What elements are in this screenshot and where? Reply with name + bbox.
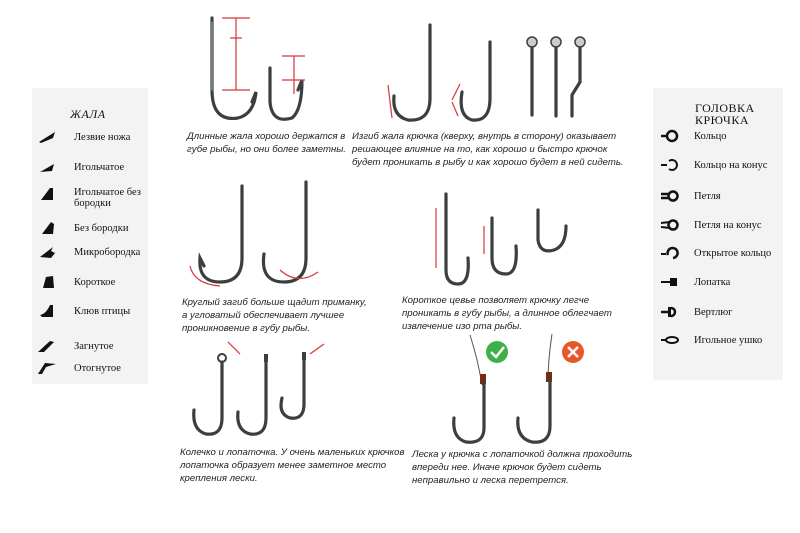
knife-blade-point-icon [39,132,55,143]
head-item-open-ring: Открытое кольцо [660,246,771,260]
check-mark-icon [486,341,508,363]
long-points-figure [210,16,305,121]
hook-head-title: ГОЛОВКА КРЮЧКА [695,101,755,127]
point-bend-caption: Изгиб жала крючка (кверху, внутрь в стор… [352,131,624,168]
head-item-spade: Лопатка [660,275,730,289]
head-item-loop: Петля [660,189,721,203]
round-bend-figure [189,180,319,287]
swivel-eye-icon [661,306,677,318]
spade-end-icon [661,278,677,286]
head-item-label: Игольное ушко [694,334,763,346]
bent-out-point-icon [38,363,56,374]
point-types-title: ЖАЛА [70,107,106,121]
head-item-label: Петля на конус [694,219,762,231]
bird-beak-point-icon [40,305,53,317]
point-bend-figure [387,23,586,122]
head-item-label: Петля [694,190,721,202]
point-item-label: Короткое [74,276,116,288]
open-ring-eye-icon [661,246,679,260]
tapered-ring-eye-icon [661,159,678,171]
point-item-label: Клюв птицы [74,305,131,317]
point-item-label: Лезвие ножа [74,131,131,143]
point-item-barbless: Без бородки [36,221,128,235]
ring-eye-icon [661,129,679,143]
tapered-loop-eye-icon [660,219,679,231]
head-item-swivel: Вертлюг [660,305,733,319]
head-item-tapered-ring: Кольцо на конус [660,158,767,172]
head-item-label: Кольцо [694,130,727,142]
eye-spade-figure [192,341,325,436]
hook-head-panel [653,88,783,380]
long-points-caption: Длинные жала хорошо держатся в губе рыбы… [187,131,346,155]
head-item-label: Лопатка [694,276,731,288]
head-item-label: Вертлюг [694,306,733,318]
needle-barbless-point-icon [41,188,53,200]
point-item-label: Без бородки [74,222,129,234]
point-item-label: Игольчатое [74,161,125,173]
head-item-label: Открытое кольцо [694,247,772,259]
shank-length-caption: Короткое цевье позволяет крючку легче пр… [402,295,612,332]
barbless-point-icon [42,222,54,234]
line-position-caption: Леска у крючка с лопаточкой должна прохо… [412,449,633,486]
eye-spade-caption: Колечко и лопаточка. У очень маленьких к… [180,447,405,484]
point-item-label: Игольчатое без бородки [74,187,141,209]
point-item-bird-beak: Клюв птицы [36,304,130,318]
round-bend-caption: Круглый загиб больше щадит приманку, а у… [182,297,367,334]
loop-eye-icon [661,190,679,202]
point-item-short: Короткое [36,275,115,289]
head-item-tapered-loop: Петля на конус [660,218,762,232]
bent-in-point-icon [38,341,54,352]
line-position-figure [452,333,584,444]
point-item-needle-barbless: Игольчатое без бородки [36,187,146,209]
point-item-label: Микробородка [74,246,141,258]
short-point-icon [43,276,54,288]
head-item-needle-eye: Игольное ушко [660,333,762,347]
shank-length-figure [435,192,568,286]
point-item-micro-barb: Микробородка [36,245,140,259]
point-item-bent-out: Отогнутое [36,361,121,375]
micro-barb-point-icon [40,247,55,258]
point-item-needle: Игольчатое [36,160,124,174]
needle-eye-icon [661,336,679,344]
needle-point-icon [40,164,54,172]
point-item-label: Отогнутое [74,362,121,374]
point-item-knife-blade: Лезвие ножа [36,130,130,144]
head-item-ring: Кольцо [660,129,727,143]
head-item-label: Кольцо на конус [694,159,768,171]
point-item-label: Загнутое [74,340,114,352]
point-item-bent-in: Загнутое [36,339,114,353]
